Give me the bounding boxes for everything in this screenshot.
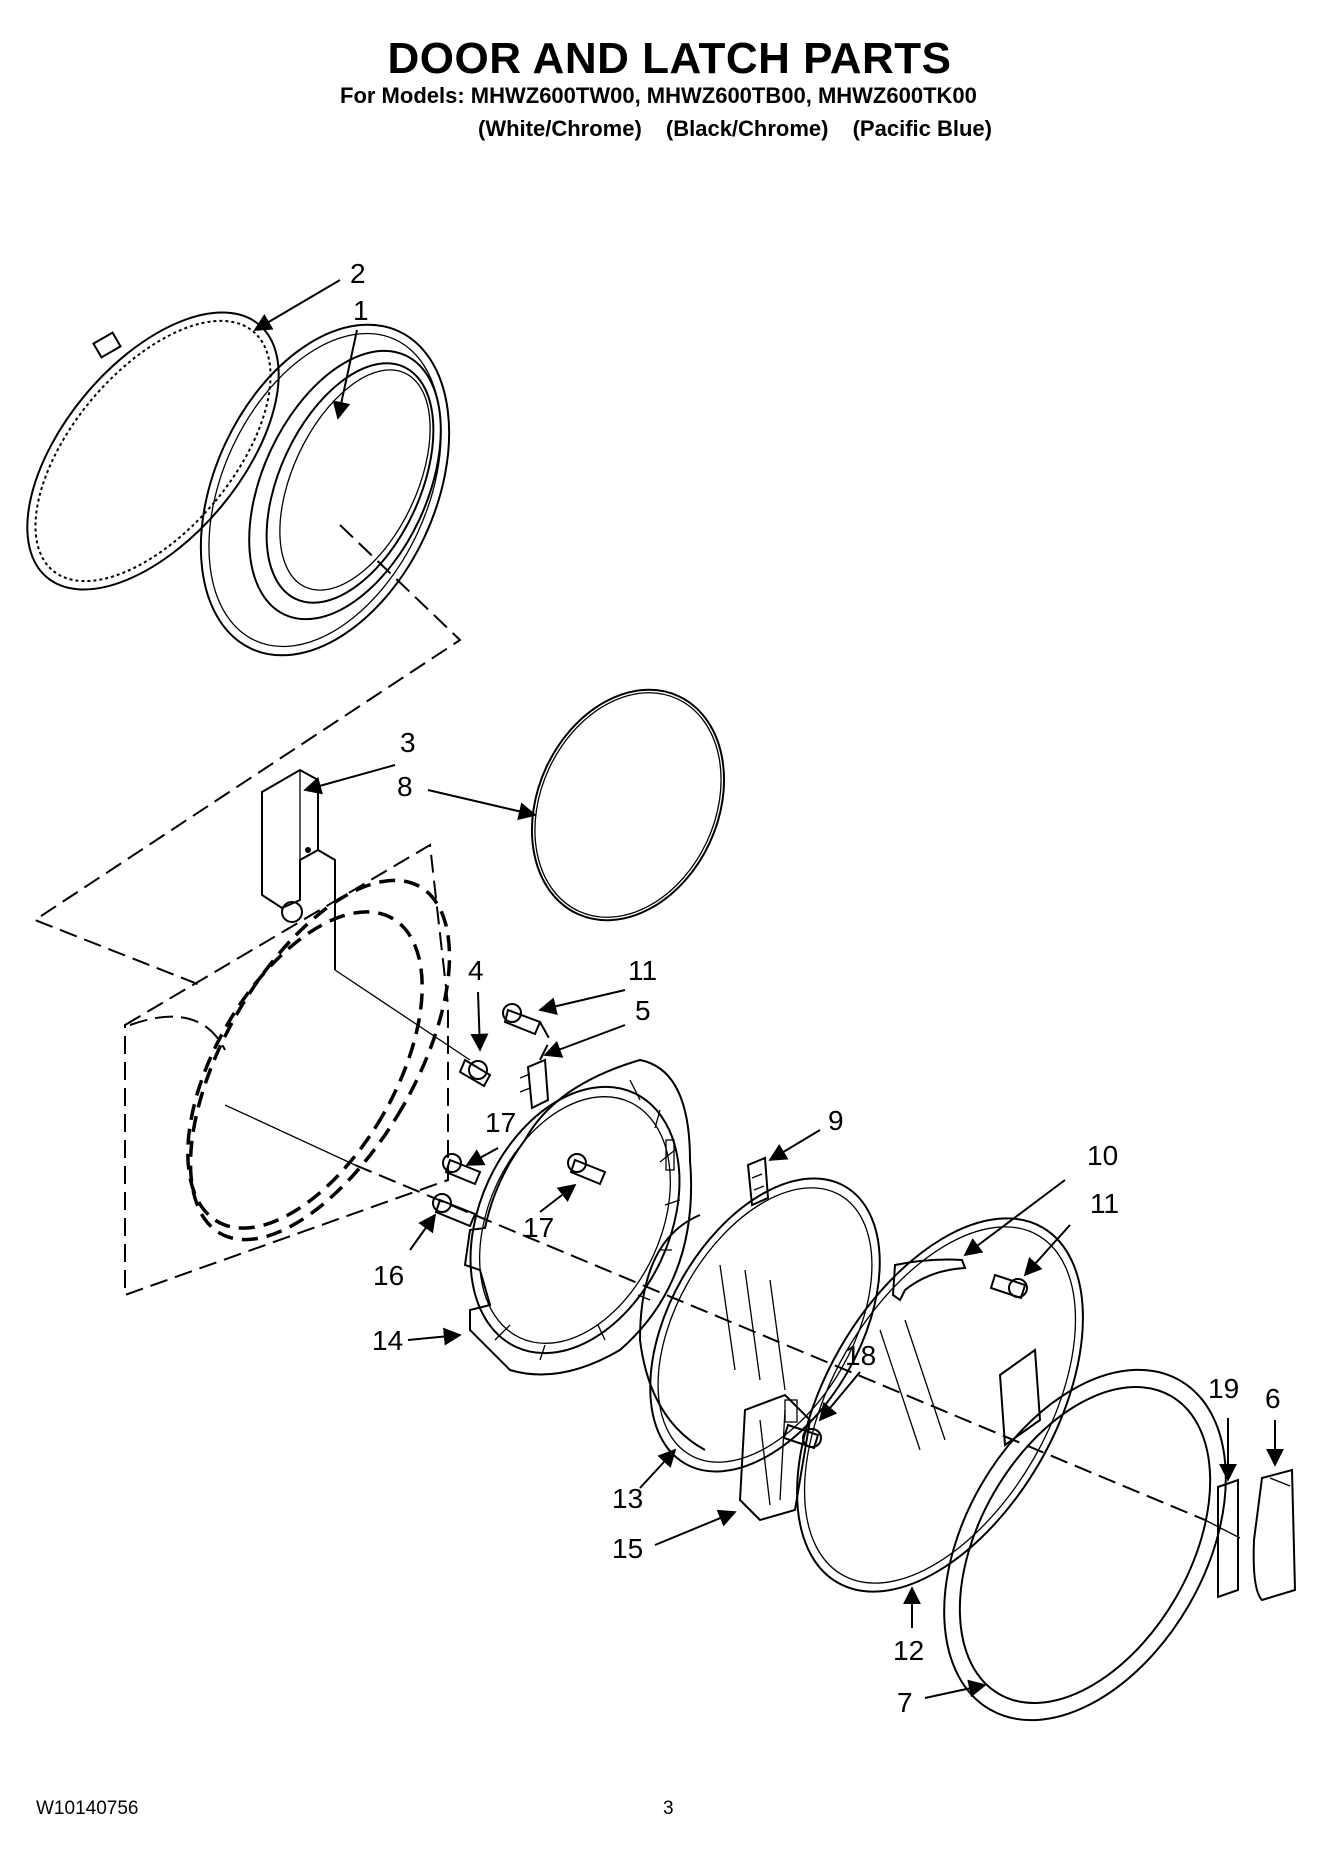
part-door-latch xyxy=(738,1393,812,1522)
page-title: DOOR AND LATCH PARTS xyxy=(387,34,952,83)
callout-10: 10 xyxy=(1087,1140,1118,1171)
variant-white-chrome: (White/Chrome) xyxy=(478,116,642,141)
part-outer-door-ring xyxy=(943,1368,1227,1722)
callout-11-lower: 11 xyxy=(1090,1188,1119,1219)
callout-9: 9 xyxy=(828,1105,844,1136)
part-handle-6 xyxy=(1252,1468,1297,1602)
callout-5: 5 xyxy=(635,995,651,1026)
part-screw-17-right xyxy=(567,1153,607,1186)
callout-1: 1 xyxy=(353,295,369,326)
leader-arrows xyxy=(253,279,1284,1699)
callout-15: 15 xyxy=(612,1533,643,1564)
callout-8: 8 xyxy=(397,771,413,802)
part-clamp-ring xyxy=(26,311,280,591)
cabinet-front-panel-outline xyxy=(124,843,452,1297)
part-screw-17-left xyxy=(442,1153,482,1186)
part-outer-glass xyxy=(796,1217,1084,1593)
page-number: 3 xyxy=(663,1798,674,1819)
callout-17-right: 17 xyxy=(523,1212,554,1243)
part-screw-11-lower xyxy=(989,1273,1028,1300)
callout-16: 16 xyxy=(373,1260,404,1291)
part-inner-door-frame xyxy=(463,1058,693,1376)
part-screw-4 xyxy=(458,1058,492,1088)
part-door-boot xyxy=(199,323,451,657)
variant-black-chrome: (Black/Chrome) xyxy=(665,116,829,141)
callout-18: 18 xyxy=(845,1340,876,1371)
part-hinge-arm xyxy=(891,1258,967,1302)
models-line: For Models: MHWZ600TW00, MHWZ600TB00, MH… xyxy=(340,83,977,108)
callout-12: 12 xyxy=(893,1635,924,1666)
part-inner-glass xyxy=(638,1177,881,1473)
part-screw-11-upper xyxy=(502,1003,542,1036)
part-handle-insert-19 xyxy=(1217,1478,1239,1599)
callout-19: 19 xyxy=(1208,1373,1239,1404)
part-window-gasket xyxy=(530,688,726,922)
callout-7: 7 xyxy=(897,1687,913,1718)
alignment-axis xyxy=(224,1104,1241,1539)
part-hinge-strike xyxy=(261,768,336,970)
leader-4 xyxy=(334,969,471,1061)
part-latch-keeper xyxy=(519,1058,550,1110)
callout-4: 4 xyxy=(468,955,484,986)
part-screw-16 xyxy=(432,1193,477,1228)
callout-13: 13 xyxy=(612,1483,643,1514)
alignment-line-boot xyxy=(32,524,462,986)
callout-14: 14 xyxy=(372,1325,403,1356)
variant-pacific-blue: (Pacific Blue) xyxy=(852,116,992,141)
callout-2: 2 xyxy=(350,258,366,289)
callout-6: 6 xyxy=(1265,1383,1281,1414)
callout-3: 3 xyxy=(400,727,416,758)
document-number: W10140756 xyxy=(36,1798,139,1819)
model-variants: (White/Chrome) (Black/Chrome) (Pacific B… xyxy=(478,116,1010,142)
callout-11-upper: 11 xyxy=(628,955,657,986)
callout-17-left: 17 xyxy=(485,1107,516,1138)
part-clip-9 xyxy=(746,1156,770,1207)
